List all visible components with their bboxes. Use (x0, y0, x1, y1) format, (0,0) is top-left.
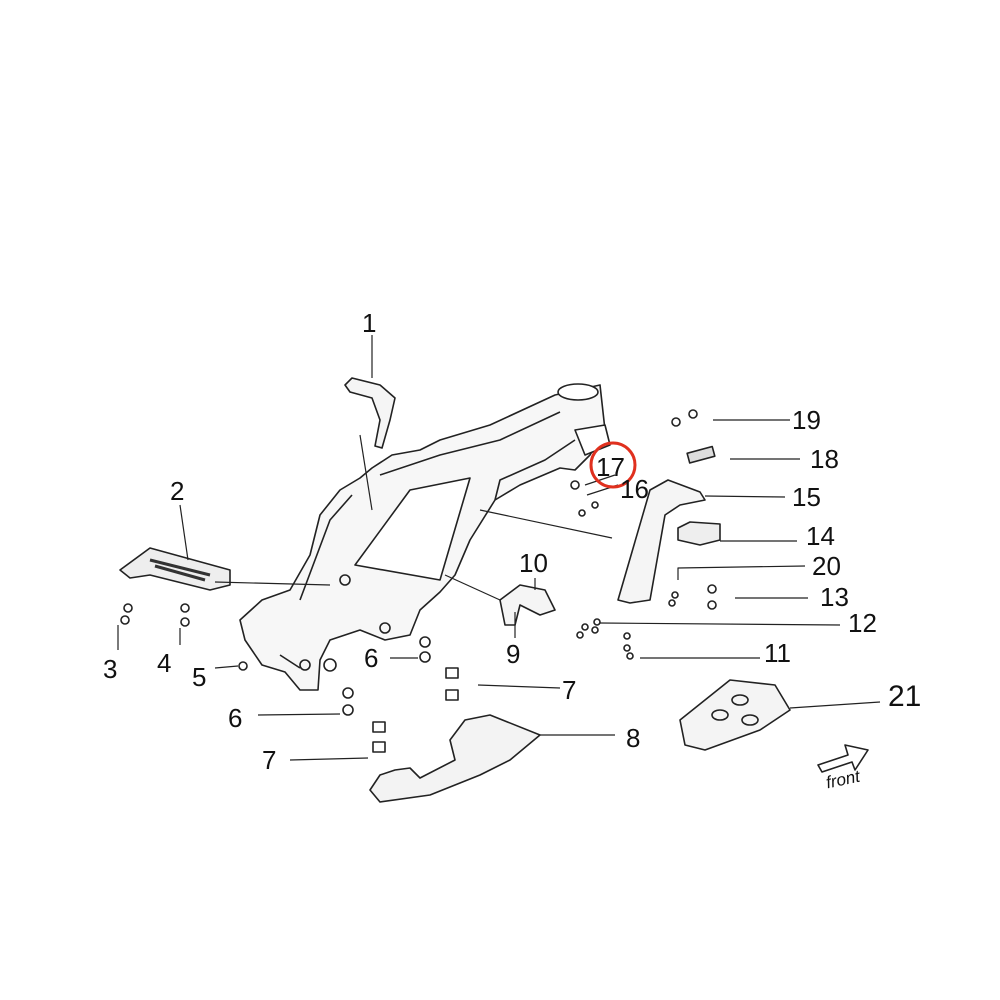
part-8-skid-plate[interactable] (369, 714, 541, 803)
part-2-plate[interactable] (119, 547, 231, 591)
leader-lines (117, 335, 881, 761)
callout-20: 20 (812, 551, 841, 581)
part-10-bracket[interactable] (499, 584, 556, 626)
callout-5: 5 (192, 662, 207, 692)
callout-13: 13 (820, 582, 849, 612)
callout-12: 12 (848, 608, 877, 638)
callout-3: 3 (103, 654, 118, 684)
callout-21: 21 (888, 680, 922, 713)
front-arrow-icon (817, 744, 869, 773)
callout-8: 8 (626, 723, 641, 753)
callout-2: 2 (170, 476, 185, 506)
callout-11: 11 (764, 638, 791, 668)
callout-7a: 7 (562, 675, 577, 705)
part-18-clip[interactable] (686, 445, 716, 464)
callout-4: 4 (157, 648, 172, 678)
callout-7b: 7 (262, 745, 277, 775)
frame-part[interactable] (239, 383, 611, 691)
part-15-stay[interactable] (617, 479, 706, 604)
callout-6b: 6 (228, 703, 243, 733)
callout-1: 1 (362, 308, 377, 338)
highlight-circle (589, 441, 637, 489)
callout-10: 10 (519, 548, 548, 578)
part-21-guard[interactable] (679, 679, 791, 751)
fasteners (120, 409, 717, 753)
part-1-bracket[interactable] (344, 377, 396, 449)
callout-14: 14 (806, 521, 835, 551)
callout-16: 16 (620, 474, 649, 504)
callout-17[interactable]: 17 (596, 452, 625, 482)
callout-15: 15 (792, 482, 821, 512)
callout-19: 19 (792, 405, 821, 435)
callout-18: 18 (810, 444, 839, 474)
callout-6a: 6 (364, 643, 379, 673)
part-14-clamp[interactable] (677, 521, 721, 546)
callout-9: 9 (506, 639, 521, 669)
